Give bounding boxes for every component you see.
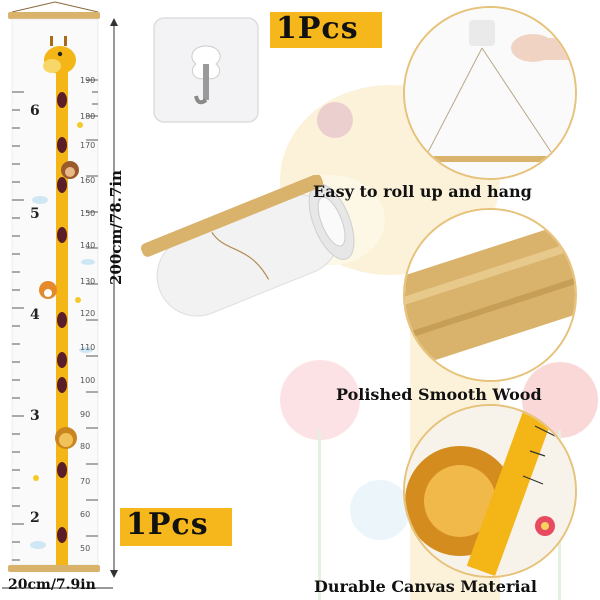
cm-label-150: 150	[80, 209, 96, 218]
cm-label-80: 80	[80, 442, 91, 451]
hanging-hand-icon	[405, 8, 575, 178]
feet-label-3: 3	[30, 408, 40, 424]
feature-circle-wood	[403, 208, 577, 382]
feet-label-4: 4	[30, 307, 40, 323]
height-dimension-line	[110, 18, 118, 578]
cm-label-90: 90	[80, 410, 91, 419]
growth-chart: 190 180 170 160 150 140 130 120 110 100 …	[0, 0, 110, 600]
width-dimension-line	[2, 587, 113, 589]
cm-label-120: 120	[80, 309, 96, 318]
caption-polished-wood: Polished Smooth Wood	[336, 385, 542, 404]
quantity-badge-top: 1Pcs	[270, 12, 382, 48]
bottom-wood-rod	[8, 565, 100, 572]
cm-label-50: 50	[80, 544, 91, 553]
height-dimension-text: 200cm/78.7in	[107, 170, 125, 285]
quantity-badge-bottom: 1Pcs	[120, 508, 232, 546]
feet-label-5: 5	[30, 206, 40, 222]
growth-chart-canvas	[8, 1, 100, 572]
canvas-lion-icon	[405, 406, 575, 576]
caption-durable-canvas: Durable Canvas Material	[314, 577, 537, 596]
cm-label-130: 130	[80, 277, 96, 286]
cm-label-180: 180	[80, 112, 96, 121]
cm-label-70: 70	[80, 477, 91, 486]
top-wood-rod	[8, 12, 100, 19]
cm-label-140: 140	[80, 241, 96, 250]
feature-circle-canvas	[403, 404, 577, 578]
adhesive-hook-icon	[153, 17, 259, 123]
cm-label-160: 160	[80, 176, 96, 185]
cm-label-60: 60	[80, 510, 91, 519]
cm-label-170: 170	[80, 141, 96, 150]
wood-rod-icon	[405, 210, 575, 380]
feet-label-6: 6	[30, 103, 40, 119]
caption-easy-hang: Easy to roll up and hang	[313, 182, 532, 201]
cm-label-100: 100	[80, 376, 96, 385]
width-dimension-text: 20cm/7.9in	[8, 577, 96, 593]
cm-label-110: 110	[80, 343, 96, 352]
rolled-chart-image	[140, 175, 355, 317]
cm-label-190: 190	[80, 76, 96, 85]
feet-label-2: 2	[30, 510, 40, 526]
feature-circle-hang	[403, 6, 577, 180]
